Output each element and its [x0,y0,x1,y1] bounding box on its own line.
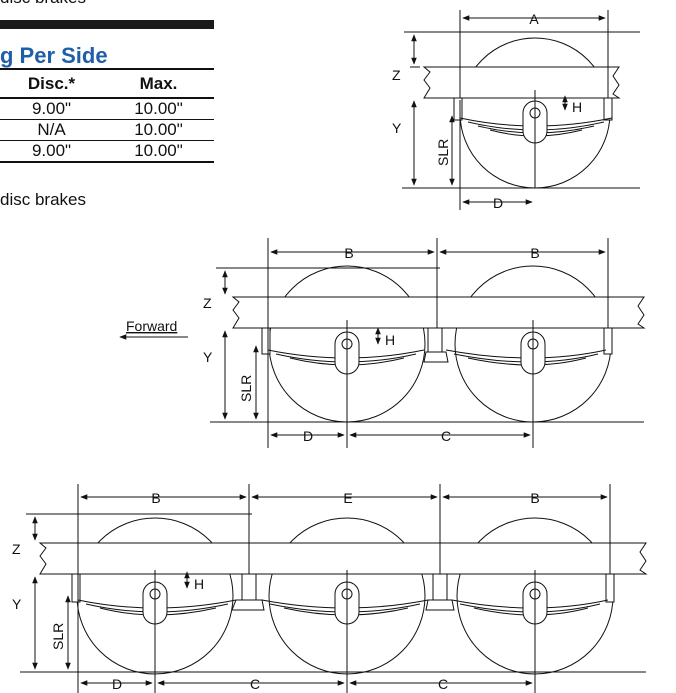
label-y: Y [392,120,402,136]
label-y: Y [203,349,213,365]
single-axle-diagram [402,10,640,210]
table-cell: 10.00" [103,98,214,120]
top-note: disc brakes [0,0,86,8]
footnote: disc brakes [0,190,86,209]
label-h: H [385,332,395,348]
label-b: B [530,490,539,506]
label-z: Z [12,541,21,557]
table-cell: 10.00" [103,119,214,141]
label-z: Z [392,67,401,83]
table-cell: 9.00" [0,98,103,120]
label-slr: SLR [238,375,254,402]
label-b: B [530,245,539,261]
label-y: Y [12,596,22,612]
label-c: C [441,428,451,444]
label-a: A [529,11,539,27]
section-heading: g Per Side [0,43,108,68]
forward-label: Forward [126,318,177,334]
label-d: D [493,195,503,211]
table-row: N/A 10.00" [0,119,214,141]
frame-rail [231,296,646,329]
label-z: Z [203,295,212,311]
tandem-axle-diagram [119,238,646,448]
label-c: C [438,676,448,692]
label-h: H [194,576,204,592]
label-slr: SLR [50,623,66,650]
frame-rail [38,542,648,575]
label-c: C [250,676,260,692]
table-row: 9.00" 10.00" [0,98,214,120]
table-cell: 10.00" [103,140,214,163]
heading-bar [0,20,214,29]
clearance-table: Disc.* Max. 9.00" 10.00" N/A 10.00" 9.00… [0,68,214,163]
label-d: D [112,676,122,692]
table-cell: N/A [0,119,103,141]
label-h: H [572,99,582,115]
column-header-disc: Disc.* [0,68,103,99]
equalizer [423,351,449,363]
label-b: B [344,245,353,261]
label-slr: SLR [435,139,451,166]
front-hanger [453,97,463,121]
label-b: B [151,490,160,506]
rear-hanger [603,97,613,121]
frame-rail [422,66,621,99]
label-e: E [343,490,352,506]
table-cell: 9.00" [0,140,103,163]
table-row: 9.00" 10.00" [0,140,214,163]
label-d: D [303,428,313,444]
column-header-max: Max. [103,68,214,99]
triple-axle-diagram [20,484,648,693]
